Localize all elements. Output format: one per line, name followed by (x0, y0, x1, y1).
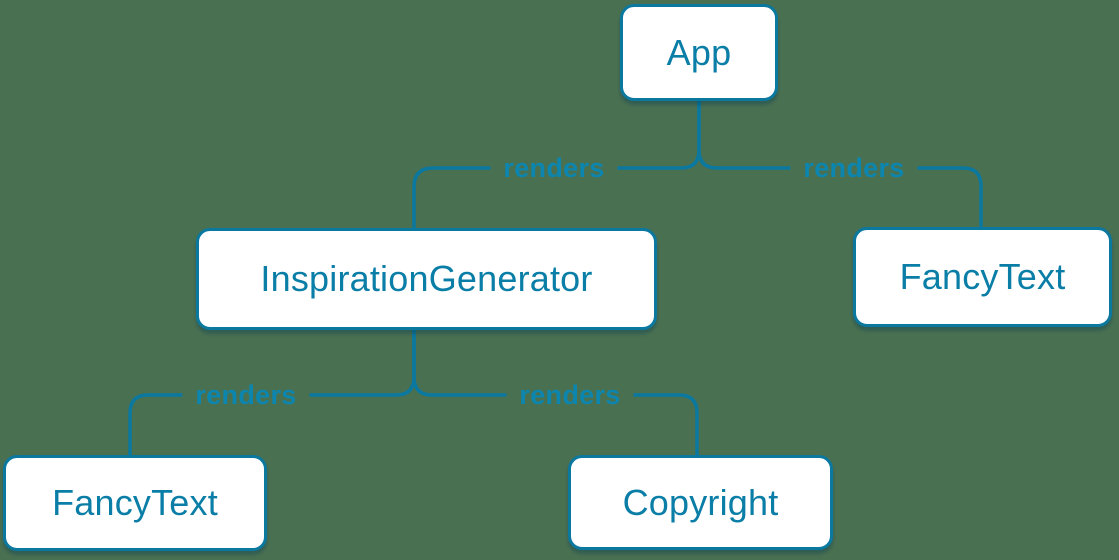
edge-label-app-inspirationgenerator: renders (490, 149, 618, 187)
edge-label-inspirationgenerator-fancytext: renders (182, 376, 310, 414)
edge-label-inspirationgenerator-copyright: renders (506, 376, 634, 414)
node-copyright: Copyright (568, 455, 833, 550)
node-app: App (620, 4, 778, 101)
edge-label-app-fancytext: renders (790, 149, 918, 187)
node-fancy-text-bottom: FancyText (3, 455, 267, 551)
node-fancy-text-top: FancyText (853, 227, 1112, 327)
node-inspiration-generator: InspirationGenerator (196, 228, 657, 330)
